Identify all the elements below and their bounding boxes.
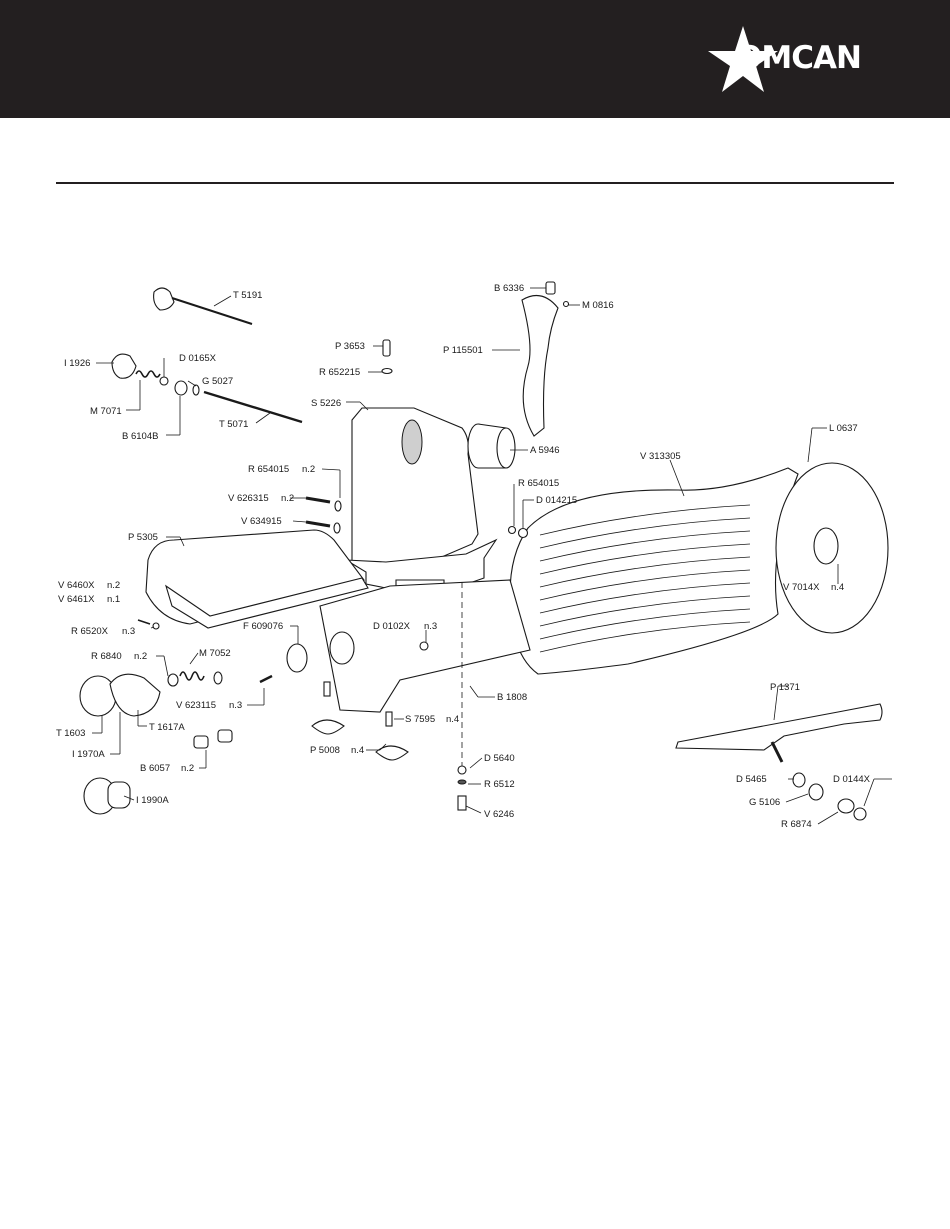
callout-v623115: V 623115 [176, 700, 216, 711]
callout-r652215: R 652215 [319, 367, 360, 378]
callout-s5226: S 5226 [311, 398, 341, 409]
callout-s7595-qty: n.4 [446, 714, 459, 725]
header-divider [56, 182, 894, 184]
callout-d0144x: D 0144X [833, 774, 871, 785]
callout-s7595: S 7595 [405, 714, 435, 725]
callout-i1926: I 1926 [64, 358, 90, 369]
callout-v6460x-qty: n.2 [107, 580, 120, 591]
callout-v6461x: V 6461X [58, 594, 95, 605]
callout-r6512: R 6512 [484, 779, 515, 790]
parts-artwork [79, 281, 889, 821]
callout-p5305: P 5305 [128, 532, 158, 543]
callout-b6336: B 6336 [494, 283, 524, 294]
callout-labels: T 5191 I 1926 D 0165X G 5027 M 7071 B 61… [56, 283, 871, 830]
brand-logo-text: OMCAN [736, 40, 862, 76]
callout-d5640: D 5640 [484, 753, 515, 764]
callout-v6246: V 6246 [484, 809, 514, 820]
callout-m0816: M 0816 [582, 300, 614, 311]
logo-star-icon [708, 26, 778, 92]
callout-t1617a: T 1617A [149, 722, 185, 733]
callout-v313305: V 313305 [640, 451, 681, 462]
callout-r654015-left-qty: n.2 [302, 464, 315, 475]
callout-m7071: M 7071 [90, 406, 122, 417]
callout-a5946: A 5946 [530, 445, 560, 456]
callout-t5071: T 5071 [219, 419, 248, 430]
callout-v626315: V 626315 [228, 493, 269, 504]
callout-d0102x-qty: n.3 [424, 621, 437, 632]
callout-v626315-qty: n.2 [281, 493, 294, 504]
callout-m7052: M 7052 [199, 648, 231, 659]
callout-t5191: T 5191 [233, 290, 262, 301]
callout-r6520x-qty: n.3 [122, 626, 135, 637]
page-header: OMCAN [0, 0, 950, 118]
callout-d014215: D 014215 [536, 495, 577, 506]
callout-r6520x: R 6520X [71, 626, 109, 637]
callout-p3653: P 3653 [335, 341, 365, 352]
callout-v634915: V 634915 [241, 516, 282, 527]
callout-r654015-left: R 654015 [248, 464, 289, 475]
callout-b6057-qty: n.2 [181, 763, 194, 774]
callout-i1990a: I 1990A [136, 795, 169, 806]
callout-r6840: R 6840 [91, 651, 122, 662]
callout-f609076: F 609076 [243, 621, 283, 632]
callout-g5106: G 5106 [749, 797, 780, 808]
callout-p115501: P 115501 [443, 345, 483, 356]
callout-v7014x-qty: n.4 [831, 582, 844, 593]
callout-r654015-right: R 654015 [518, 478, 559, 489]
callout-b6057: B 6057 [140, 763, 170, 774]
callout-v6460x: V 6460X [58, 580, 95, 591]
callout-p5008-qty: n.4 [351, 745, 364, 756]
callout-g5027: G 5027 [202, 376, 233, 387]
callout-v6461x-qty: n.1 [107, 594, 120, 605]
callout-l0637: L 0637 [829, 423, 858, 434]
callout-p5008: P 5008 [310, 745, 340, 756]
callout-i1970a: I 1970A [72, 749, 105, 760]
callout-v623115-qty: n.3 [229, 700, 242, 711]
callout-d5465: D 5465 [736, 774, 767, 785]
callout-d0102x: D 0102X [373, 621, 411, 632]
callout-b1808: B 1808 [497, 692, 527, 703]
callout-t1603: T 1603 [56, 728, 85, 739]
callout-p1371: P 1371 [770, 682, 800, 693]
callout-d0165x: D 0165X [179, 353, 217, 364]
callout-b6104b: B 6104B [122, 431, 158, 442]
callout-r6840-qty: n.2 [134, 651, 147, 662]
callout-v7014x: V 7014X [783, 582, 820, 593]
callout-r6874: R 6874 [781, 819, 812, 830]
leader-lines [92, 287, 892, 825]
